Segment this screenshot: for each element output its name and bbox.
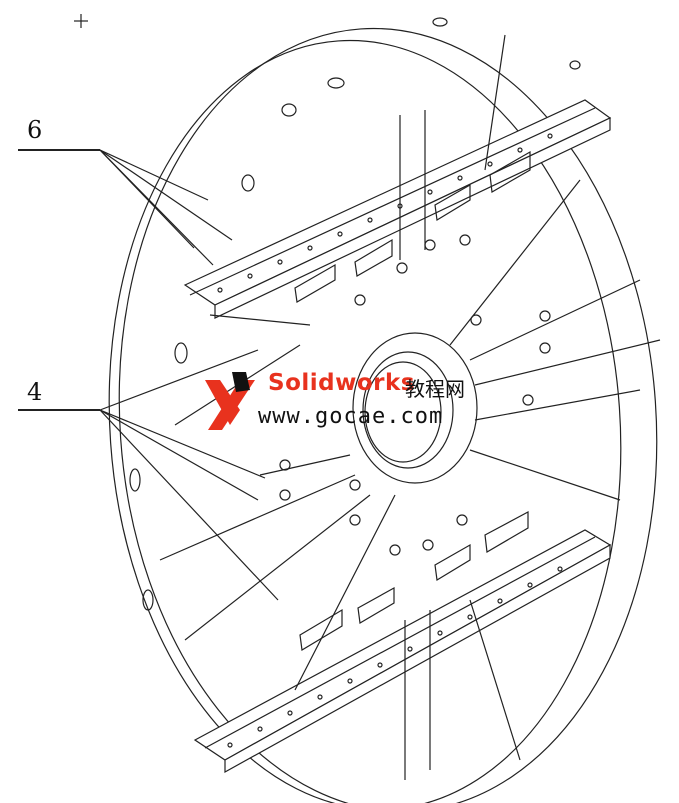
rim-bolt-holes [129,17,581,611]
watermark-logo [205,372,255,430]
central-hub [352,332,478,484]
outer-rim-front [118,27,658,803]
watermark-url: www.gocae.com [258,404,444,429]
rectangular-cutouts [294,150,531,651]
spoke-end-holes [279,234,551,556]
callout-number-4: 4 [27,378,43,406]
lower-cross-beam [193,529,612,774]
watermark-brand-cn: 教程网 [405,377,465,401]
callout-number-6: 6 [27,116,43,144]
spokes [159,34,661,780]
beam-bolt-holes [217,133,563,748]
leader-6 [18,149,233,266]
registration-mark [74,14,88,28]
upper-cross-beam [183,99,612,319]
watermark-brand: Solidworks [268,370,415,396]
leader-4 [18,349,279,601]
outer-rim-back [108,39,622,803]
